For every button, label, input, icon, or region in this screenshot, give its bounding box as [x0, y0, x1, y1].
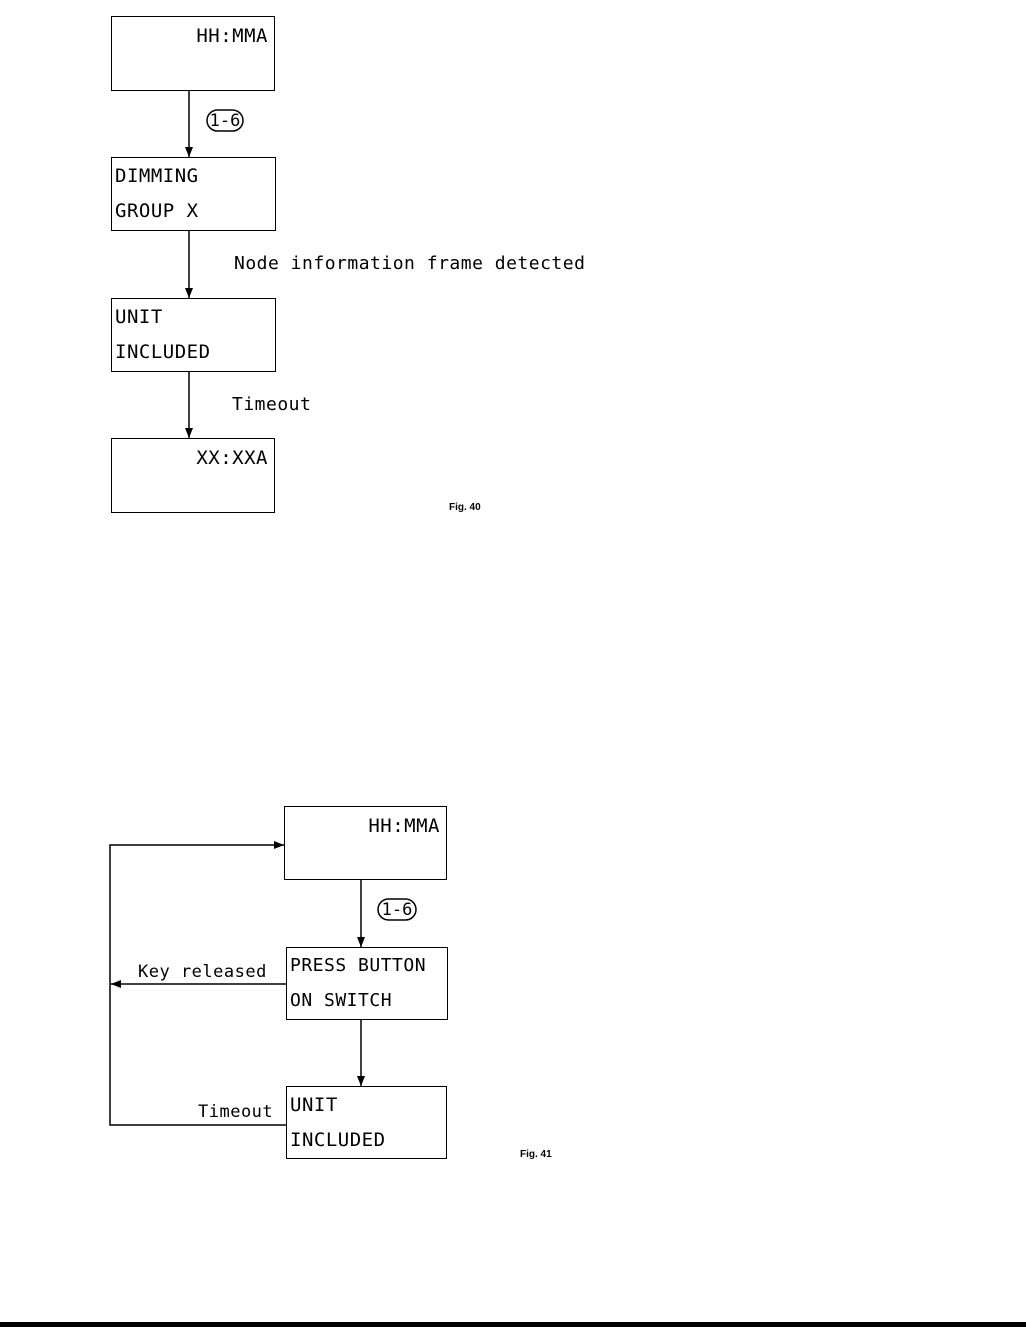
f40-label-timeout: Timeout: [232, 394, 311, 416]
f40-lcd-dimming-line1: DIMMING: [115, 165, 199, 187]
f40-caption: Fig. 40: [449, 502, 481, 513]
f40-lcd-unit-line2: INCLUDED: [115, 341, 211, 363]
f40-lcd-result-line1: XX:XXA: [196, 447, 268, 469]
f40-label-node-info: Node information frame detected: [234, 253, 585, 275]
f41-key-badge-label: 1-6: [382, 900, 413, 920]
f40-lcd-dimming-group: DIMMING GROUP X: [111, 157, 276, 231]
f40-key-badge-label: 1-6: [210, 111, 241, 131]
f40-lcd-clock: HH:MMA: [111, 16, 275, 91]
f41-lcd-clock-line1: HH:MMA: [368, 815, 440, 837]
f40-key-badge: 1-6: [207, 110, 243, 131]
f41-lcd-press-line2: ON SWITCH: [290, 990, 392, 1012]
f41-caption: Fig. 41: [520, 1149, 552, 1160]
f40-lcd-dimming-line2: GROUP X: [115, 200, 199, 222]
f41-label-key-released: Key released: [138, 961, 267, 983]
f41-lcd-press-line1: PRESS BUTTON: [290, 955, 426, 977]
f41-lcd-unit-line1: UNIT: [290, 1094, 338, 1116]
f41-label-timeout: Timeout: [198, 1101, 273, 1123]
f40-lcd-result: XX:XXA: [111, 438, 275, 513]
f40-lcd-unit-line1: UNIT: [115, 306, 163, 328]
f41-lcd-press-button: PRESS BUTTON ON SWITCH: [286, 947, 448, 1020]
f41-lcd-unit-included: UNIT INCLUDED: [286, 1086, 447, 1159]
f40-lcd-clock-line1: HH:MMA: [196, 25, 268, 47]
page-bottom-rule: [0, 1322, 1026, 1327]
f40-lcd-unit-included: UNIT INCLUDED: [111, 298, 276, 372]
f41-lcd-unit-line2: INCLUDED: [290, 1129, 386, 1151]
f41-loop-timeout-to-clock: [110, 845, 286, 1125]
f41-key-badge: 1-6: [378, 899, 416, 920]
f41-lcd-clock: HH:MMA: [284, 806, 447, 880]
